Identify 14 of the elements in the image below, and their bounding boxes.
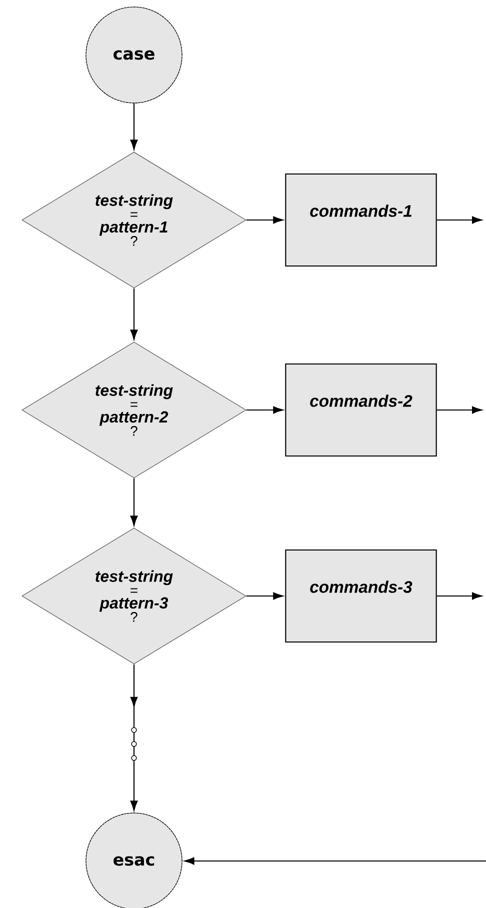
process-box: commands-2 [285, 363, 437, 457]
arrow [184, 857, 486, 865]
arrow [246, 216, 284, 224]
arrow [436, 216, 482, 224]
arrow [130, 664, 138, 811]
arrow [130, 478, 138, 526]
process-box: commands-1 [285, 173, 437, 267]
arrow [130, 288, 138, 340]
arrow [246, 592, 284, 600]
arrow [436, 592, 482, 600]
process-box: commands-3 [285, 549, 437, 643]
arrow [436, 406, 482, 414]
arrow [246, 406, 284, 414]
arrow [130, 103, 138, 150]
